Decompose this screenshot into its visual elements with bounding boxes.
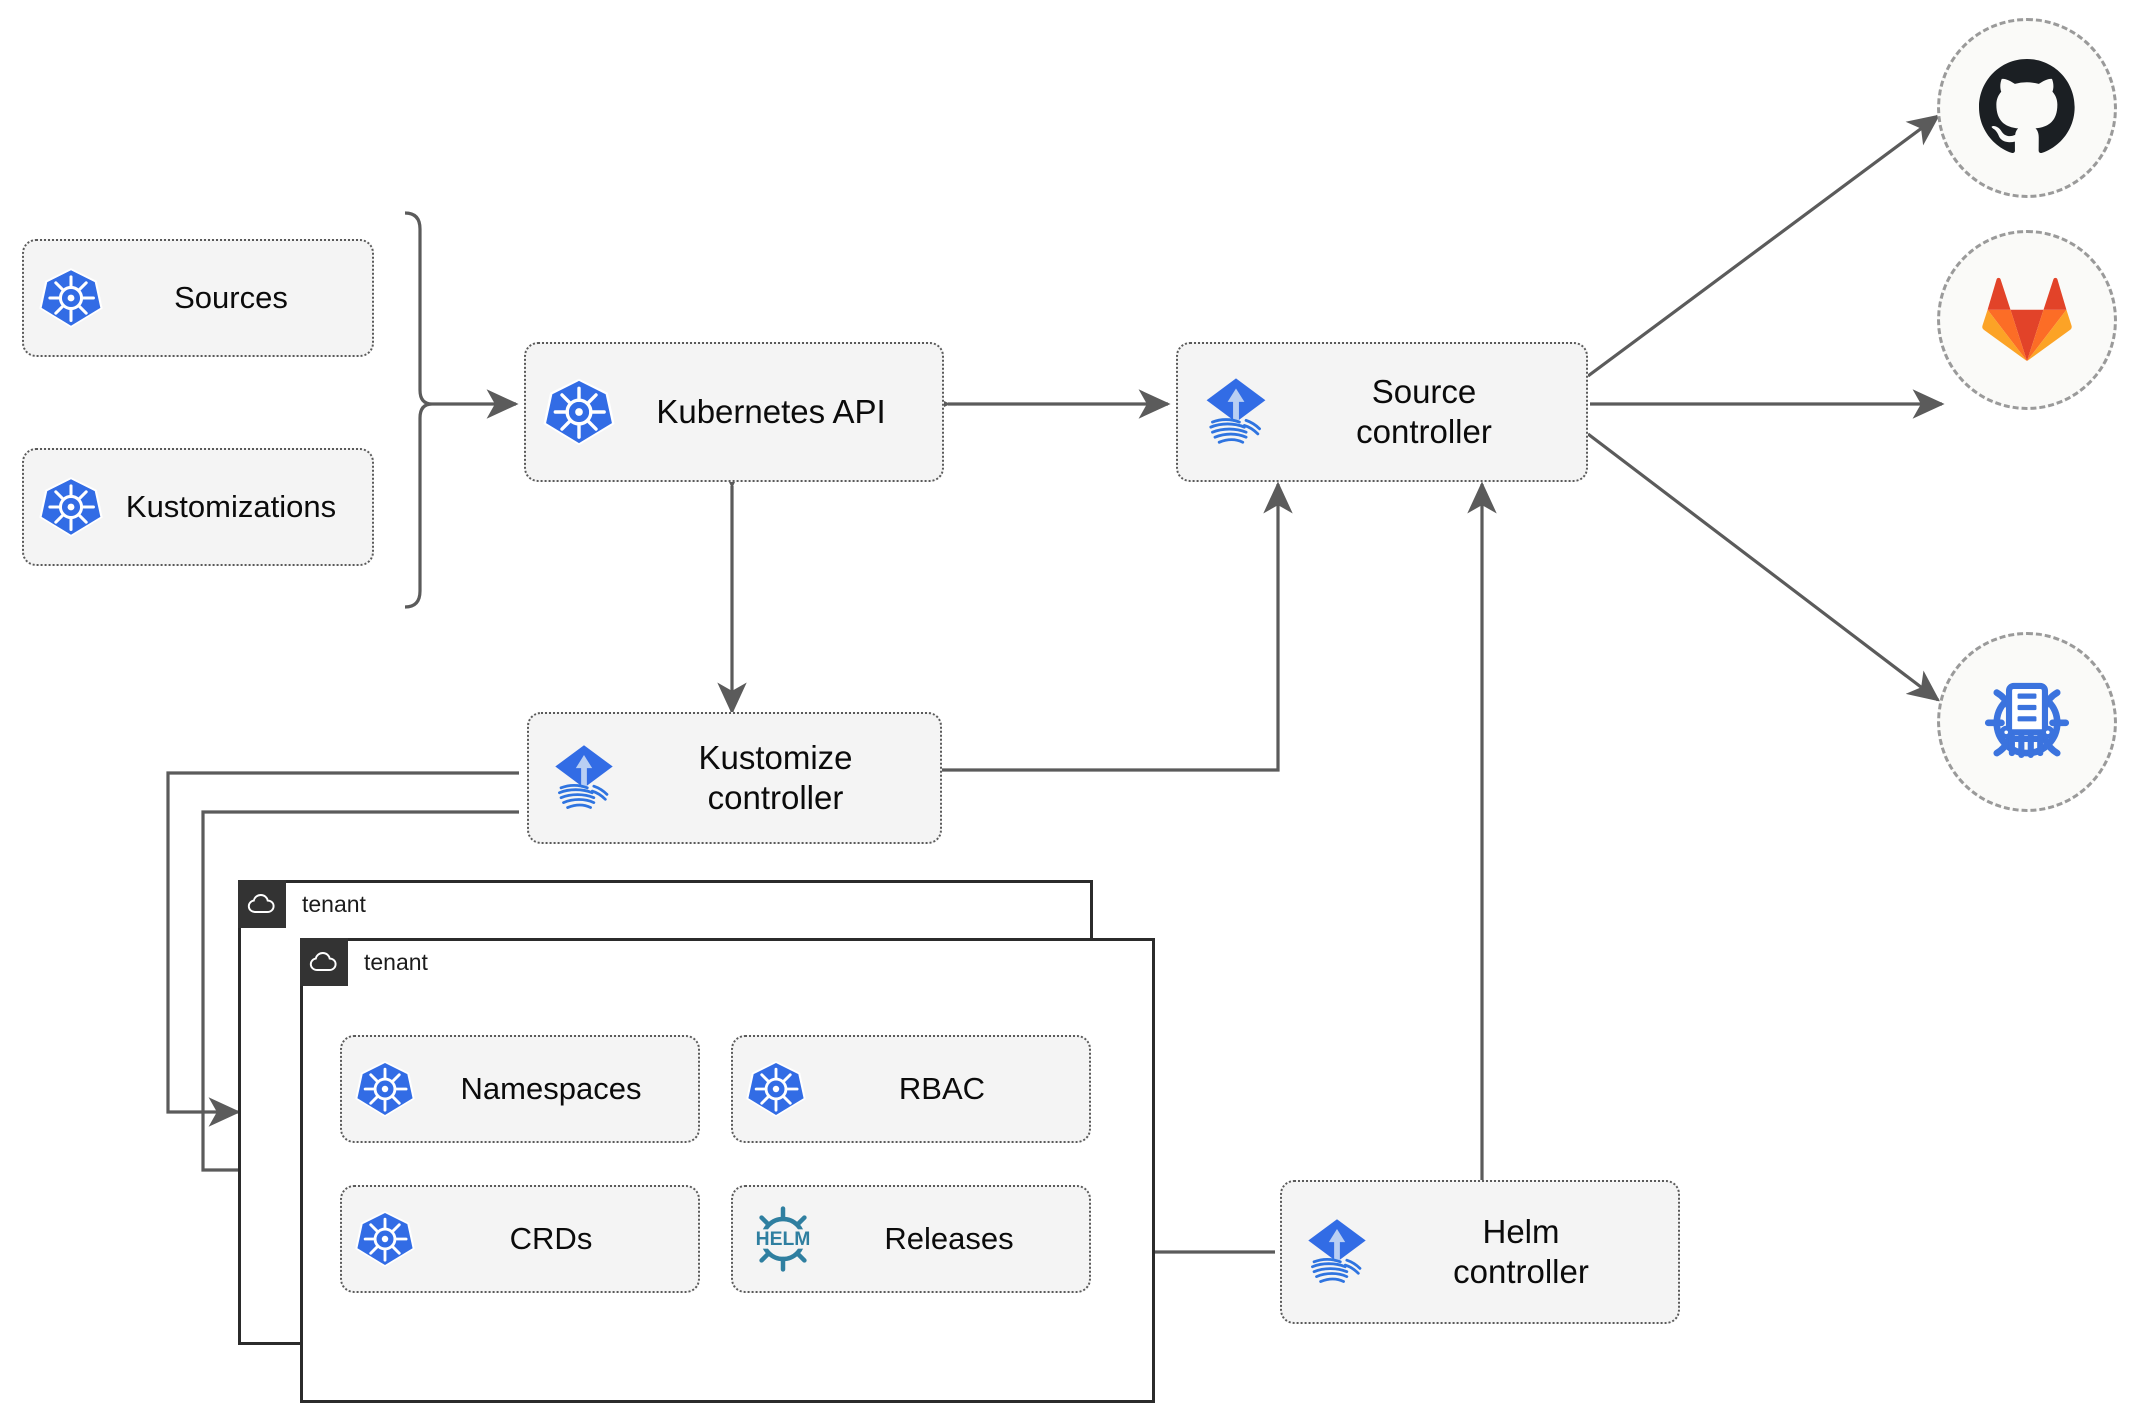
node-source-controller-label: Source controller bbox=[1356, 372, 1492, 450]
node-helm-controller-label: Helm controller bbox=[1453, 1212, 1589, 1290]
helm-registry-icon bbox=[1975, 668, 2079, 777]
svg-text:HELM: HELM bbox=[756, 1228, 811, 1250]
node-rbac-label: RBAC bbox=[898, 1071, 986, 1107]
external-chart-registry[interactable] bbox=[1937, 632, 2117, 812]
node-helm-controller[interactable]: Helm controller bbox=[1280, 1180, 1680, 1324]
group-bracket bbox=[404, 211, 433, 609]
github-icon bbox=[1979, 58, 2075, 159]
edge-source-registry bbox=[1587, 432, 1941, 702]
tenant-outer-label: tenant bbox=[302, 890, 366, 917]
kubernetes-icon bbox=[354, 1058, 416, 1120]
node-namespaces-label: Namespaces bbox=[460, 1071, 642, 1107]
flux-icon bbox=[1194, 370, 1278, 454]
node-kustomize-controller-label: Kustomize controller bbox=[698, 738, 853, 816]
node-crds[interactable]: CRDs bbox=[340, 1185, 700, 1293]
node-source-controller[interactable]: Source controller bbox=[1176, 342, 1588, 482]
node-releases[interactable]: HELM Releases bbox=[731, 1185, 1091, 1293]
node-namespaces[interactable]: Namespaces bbox=[340, 1035, 700, 1143]
kubernetes-icon bbox=[38, 265, 104, 331]
kubernetes-icon bbox=[38, 474, 104, 540]
node-kubernetes-api[interactable]: Kubernetes API bbox=[524, 342, 944, 482]
node-sources[interactable]: Sources bbox=[22, 239, 374, 357]
edge-source-github bbox=[1587, 114, 1941, 378]
node-sources-label: Sources bbox=[174, 280, 288, 316]
helm-icon: HELM bbox=[745, 1204, 821, 1274]
node-releases-label: Releases bbox=[884, 1221, 1014, 1257]
node-kustomize-controller[interactable]: Kustomize controller bbox=[527, 712, 942, 844]
kubernetes-icon bbox=[354, 1208, 416, 1270]
tenant-window-inner: tenant bbox=[300, 938, 1155, 1403]
cloud-icon bbox=[300, 938, 348, 986]
node-rbac[interactable]: RBAC bbox=[731, 1035, 1091, 1143]
tenant-inner-titlebar: tenant bbox=[300, 938, 428, 986]
kubernetes-icon bbox=[745, 1058, 807, 1120]
node-kustomizations-label: Kustomizations bbox=[125, 489, 337, 525]
cloud-icon bbox=[238, 880, 286, 928]
flux-icon bbox=[1296, 1211, 1378, 1293]
flux-icon bbox=[543, 737, 625, 819]
external-github[interactable] bbox=[1937, 18, 2117, 198]
node-kubernetes-api-label: Kubernetes API bbox=[656, 392, 886, 430]
kubernetes-icon bbox=[542, 375, 616, 449]
edge-kustomize-source bbox=[942, 481, 1293, 772]
external-gitlab[interactable] bbox=[1937, 230, 2117, 410]
node-kustomizations[interactable]: Kustomizations bbox=[22, 448, 374, 566]
tenant-inner-label: tenant bbox=[364, 948, 428, 975]
tenant-outer-titlebar: tenant bbox=[238, 880, 366, 928]
node-crds-label: CRDs bbox=[509, 1221, 593, 1257]
gitlab-icon bbox=[1981, 274, 2073, 367]
